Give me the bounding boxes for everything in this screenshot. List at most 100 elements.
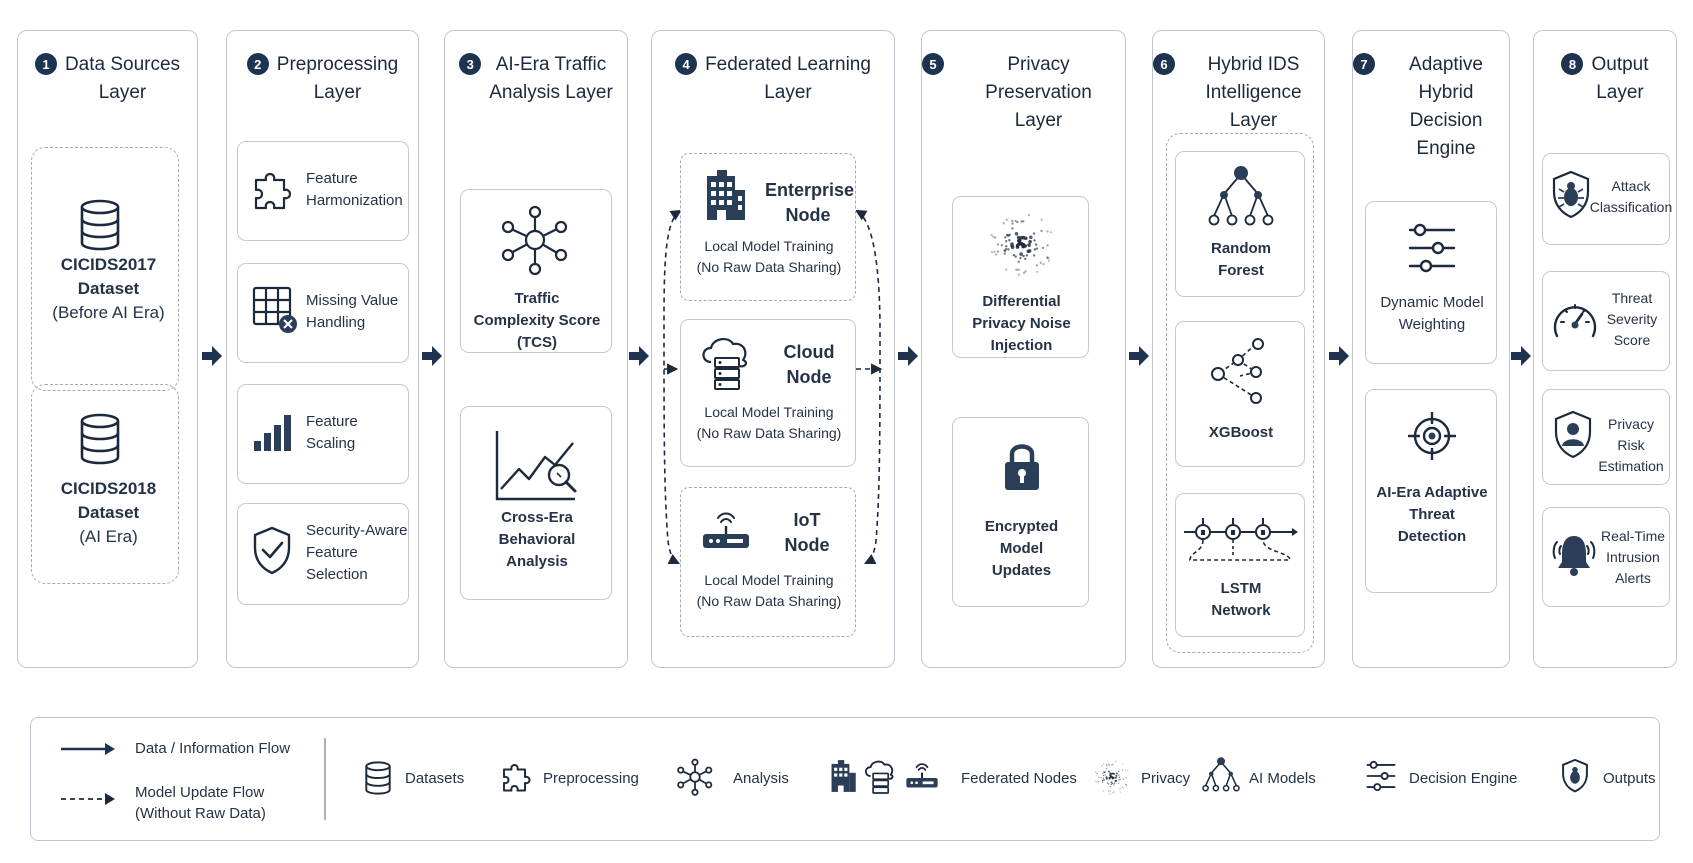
step-badge: 4	[675, 53, 698, 75]
node-desc: (No Raw Data Sharing)	[696, 593, 842, 609]
noise-dot	[1109, 793, 1111, 795]
noise-dot	[1127, 769, 1129, 772]
noise-dot	[995, 253, 998, 256]
tree-icon	[1202, 757, 1240, 792]
noise-dot	[1014, 219, 1017, 223]
noise-dot	[1114, 779, 1117, 782]
noise-dot	[1035, 264, 1038, 267]
flow-arrow	[1329, 346, 1349, 366]
item-line: Feature	[306, 170, 358, 187]
noise-dot	[1113, 791, 1115, 793]
lstm-chain-icon	[1184, 518, 1298, 561]
noise-dot	[1119, 778, 1121, 781]
dataset-name: CICIDS2018	[60, 479, 157, 498]
noise-dot	[1118, 779, 1120, 781]
legend-item-label: Datasets	[405, 770, 465, 787]
item-line: Updates	[991, 562, 1052, 579]
noise-dots-icon	[990, 213, 1053, 276]
noise-dot	[1117, 770, 1120, 773]
database-icon	[80, 199, 120, 251]
padlock-icon	[1005, 444, 1039, 490]
shield-check-icon	[253, 526, 291, 575]
step-badge: 5	[922, 53, 944, 75]
noise-dot	[1096, 780, 1098, 782]
noise-dot	[1095, 780, 1097, 782]
noise-dot	[1026, 249, 1031, 254]
noise-dot	[1027, 213, 1031, 217]
noise-dot	[1017, 242, 1021, 246]
noise-dot	[1096, 772, 1099, 775]
noise-dot	[1102, 779, 1105, 781]
item-line: Real-Time	[1600, 528, 1666, 544]
noise-dot	[1041, 246, 1045, 250]
noise-dot	[1106, 782, 1109, 784]
cloud-server-icon	[702, 338, 748, 390]
noise-dot	[1016, 220, 1019, 224]
building-icon	[707, 170, 745, 220]
noise-dot	[1098, 780, 1100, 782]
legend-divider	[324, 738, 326, 820]
noise-dot	[1108, 777, 1111, 780]
puzzle-icon	[503, 764, 531, 792]
noise-dot	[1005, 268, 1008, 271]
item-line: Privacy Noise	[972, 315, 1071, 332]
noise-dot	[1125, 783, 1127, 786]
noise-dot	[1023, 244, 1027, 248]
noise-dot	[1107, 783, 1110, 785]
noise-dot	[1033, 239, 1036, 242]
noise-dot	[1027, 243, 1031, 247]
node-title: Node	[786, 367, 832, 387]
noise-dot	[1112, 777, 1115, 780]
noise-dot	[1095, 772, 1098, 774]
noise-dot	[1020, 220, 1023, 223]
item-line: Security-Aware	[306, 522, 408, 539]
noise-dot	[990, 233, 993, 237]
node-desc: Local Model Training	[704, 572, 834, 588]
noise-dot	[1094, 771, 1097, 773]
router-icon	[906, 763, 938, 788]
noise-dot	[1005, 247, 1008, 251]
noise-dot	[1110, 783, 1112, 786]
noise-dot	[1042, 263, 1045, 266]
title-line: Hybrid IDS	[1207, 54, 1300, 75]
noise-dot	[1008, 233, 1011, 236]
noise-dot	[1109, 776, 1112, 779]
title-line: Layer	[1014, 110, 1063, 131]
noise-dot	[1102, 774, 1105, 777]
flow-arrow	[202, 346, 222, 366]
noise-dot	[1125, 784, 1127, 786]
title-line: Federated Learning	[705, 54, 871, 75]
item-line: Classification	[1589, 199, 1673, 215]
node-title: Node	[784, 535, 830, 555]
title-line: Analysis Layer	[489, 82, 613, 103]
noise-dot	[1103, 779, 1106, 781]
dataset-era: (Before AI Era)	[52, 303, 165, 322]
title-line: Output	[1591, 54, 1649, 75]
gauge-icon	[1553, 304, 1597, 338]
noise-dot	[1112, 792, 1114, 794]
legend-item-label: Preprocessing	[543, 770, 639, 787]
noise-dot	[1010, 244, 1014, 248]
item-line: Detection	[1397, 528, 1467, 545]
noise-dot	[996, 243, 1000, 246]
legend-item-label: Outputs	[1603, 770, 1656, 787]
item-line: Missing Value	[306, 292, 399, 309]
dashed-arrow-icon	[61, 793, 115, 805]
step-badge: 6	[1153, 53, 1175, 75]
user-shield-icon	[1554, 410, 1592, 459]
noise-dot	[1112, 764, 1114, 766]
noise-dot	[1122, 778, 1124, 780]
noise-dot	[1125, 785, 1128, 787]
puzzle-icon	[254, 172, 292, 210]
noise-dot	[1115, 774, 1118, 777]
noise-dot	[1047, 259, 1051, 263]
